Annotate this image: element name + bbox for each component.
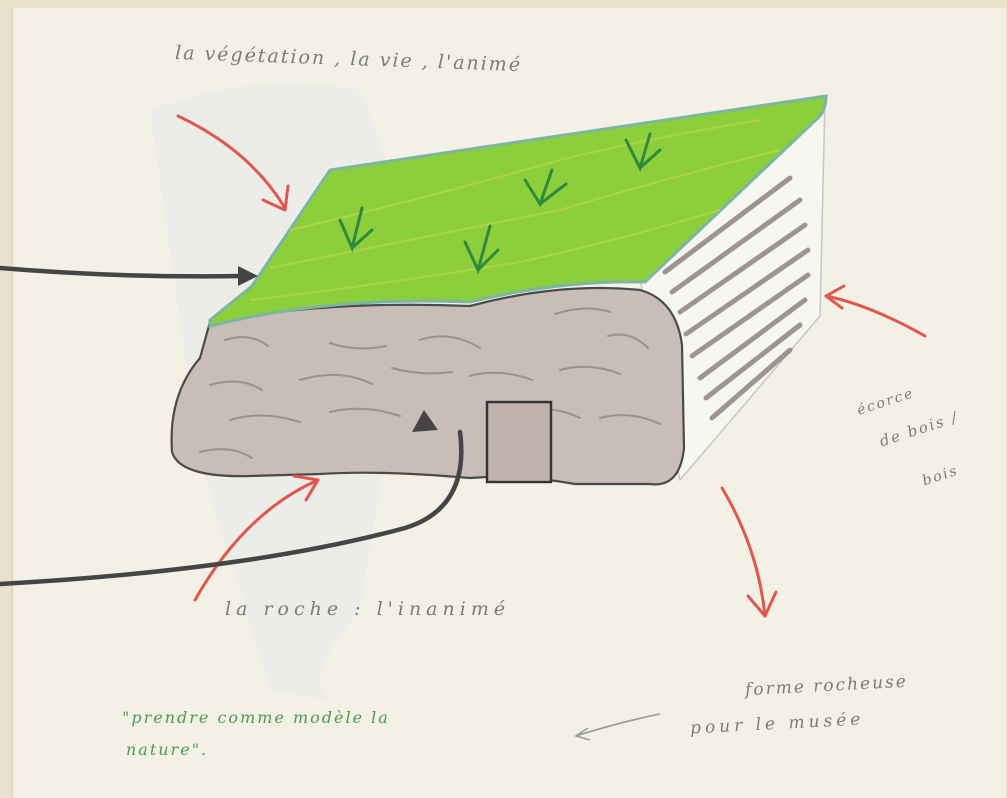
arrow-rock	[193, 478, 320, 602]
arrow-shape-head	[746, 590, 778, 618]
dark-arrow-to-roof	[0, 265, 247, 279]
arrow-bark	[824, 294, 927, 338]
dark-arrow-head-rock	[412, 410, 438, 432]
stone-joints	[199, 307, 661, 459]
arrow-vegetation	[176, 114, 287, 210]
quote-line2: nature".	[126, 740, 209, 759]
arrow-shape	[720, 486, 767, 618]
rock-base	[170, 286, 686, 486]
dark-arrow-head-roof	[238, 266, 258, 286]
arrow-bark-head	[824, 284, 846, 310]
arrow-rock-head	[292, 474, 320, 502]
quote-line1: "prendre comme modèle la	[122, 708, 390, 727]
grass-tufts	[338, 132, 662, 275]
thin-left-arrow	[575, 713, 661, 737]
rock-label: la roche : l'inanimé	[225, 598, 511, 620]
green-roof	[208, 94, 828, 328]
roof-texture	[249, 119, 781, 301]
arrow-vegetation-head	[261, 184, 290, 212]
bark-stripes	[662, 175, 811, 421]
red-arrows	[176, 114, 927, 618]
dark-arrows	[0, 265, 464, 587]
dark-arrow-to-rock	[0, 429, 464, 587]
door-opening	[485, 400, 553, 484]
